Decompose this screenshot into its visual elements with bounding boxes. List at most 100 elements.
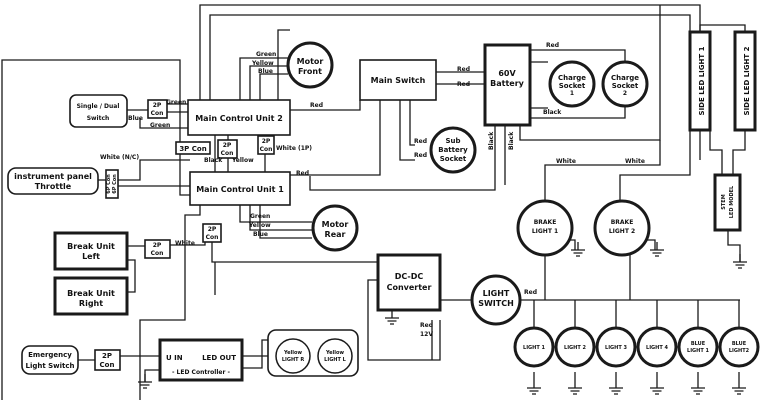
motor-rear: Motor Rear xyxy=(311,204,359,252)
single-dual-switch: Single / Dual Switch xyxy=(69,94,128,128)
wire-battery-charge2 xyxy=(530,49,626,62)
wire-labels: Green Yellow Blue Green Blue Green Red R… xyxy=(100,42,645,338)
light-switch: LIGHT SWITCH xyxy=(470,274,522,326)
connector-2p-emergency: 2P Con xyxy=(94,349,121,371)
light-2: LIGHT 2 xyxy=(554,326,596,368)
svg-text:Socket: Socket xyxy=(440,155,467,163)
svg-text:Blue: Blue xyxy=(258,68,273,75)
instrument-panel-throttle: instrument panel Throttle xyxy=(7,167,99,195)
connector-2p-mcu-a: 2P Con xyxy=(217,139,238,159)
svg-text:2P: 2P xyxy=(223,142,232,149)
svg-text:LED OUT: LED OUT xyxy=(202,354,236,362)
svg-text:Emergency: Emergency xyxy=(28,351,72,359)
svg-text:Single / Dual: Single / Dual xyxy=(77,103,120,110)
svg-text:White: White xyxy=(556,158,576,165)
battery-60v: 60V Battery xyxy=(483,43,532,127)
svg-text:Red: Red xyxy=(414,138,427,145)
side-led-light-2: SIDE LED LIGHT 2 xyxy=(733,30,757,132)
emergency-light-switch: Emergency Light Switch xyxy=(21,345,79,375)
svg-text:Black: Black xyxy=(488,131,495,150)
svg-text:Con: Con xyxy=(151,110,164,117)
ground-icon xyxy=(571,242,585,257)
ground-icon xyxy=(733,254,747,269)
motor-front: Motor Front xyxy=(286,41,334,89)
main-switch-label: Main Switch xyxy=(371,76,426,85)
svg-text:Battery: Battery xyxy=(438,146,468,154)
svg-text:LIGHT R: LIGHT R xyxy=(282,357,304,363)
svg-text:Con: Con xyxy=(100,361,115,369)
ground-icon xyxy=(732,372,746,395)
svg-text:2P: 2P xyxy=(262,138,271,145)
svg-text:Yellow: Yellow xyxy=(248,222,271,229)
svg-text:2: 2 xyxy=(623,90,627,97)
break-unit-right: Break Unit Right xyxy=(53,276,129,316)
svg-text:White: White xyxy=(175,240,195,247)
svg-text:Yellow: Yellow xyxy=(251,60,274,67)
svg-text:LIGHT 4: LIGHT 4 xyxy=(646,345,668,351)
svg-text:Red: Red xyxy=(296,170,309,177)
svg-text:Front: Front xyxy=(298,67,322,76)
svg-text:Switch: Switch xyxy=(87,115,110,122)
svg-text:6P Con: 6P Con xyxy=(112,174,118,194)
side-led-light-1: SIDE LED LIGHT 1 xyxy=(688,30,712,132)
svg-text:3P Con: 3P Con xyxy=(179,145,206,153)
break-unit-left: Break Unit Left xyxy=(53,231,129,271)
connector-2p-mcu-b: 2P Con xyxy=(257,135,275,155)
ground-icon xyxy=(138,374,152,389)
svg-text:Break Unit: Break Unit xyxy=(67,289,115,298)
svg-text:LIGHT 3: LIGHT 3 xyxy=(605,345,627,351)
main-switch: Main Switch xyxy=(359,59,437,101)
ground-icon xyxy=(568,372,582,395)
wires xyxy=(1,4,746,400)
svg-text:Blue: Blue xyxy=(128,115,143,122)
svg-text:BLUE: BLUE xyxy=(691,341,706,347)
svg-text:Rear: Rear xyxy=(325,230,346,239)
svg-text:Green: Green xyxy=(256,51,276,58)
svg-text:LIGHT 2: LIGHT 2 xyxy=(564,345,586,351)
svg-text:LIGHT 2: LIGHT 2 xyxy=(609,228,635,235)
svg-text:Socket: Socket xyxy=(559,82,586,90)
wire-left-outer xyxy=(1,59,190,400)
svg-text:Socket: Socket xyxy=(612,82,639,90)
svg-text:LIGHT 1: LIGHT 1 xyxy=(532,228,558,235)
wire-mcu2-motor xyxy=(277,29,290,100)
svg-text:LED MODEL: LED MODEL xyxy=(729,185,735,218)
svg-text:Black: Black xyxy=(543,109,562,116)
connector-2p-mcu1-bottom: 2P Con xyxy=(202,223,222,243)
battery-label-1: 60V xyxy=(498,69,516,78)
brake-light-2: BRAKE LIGHT 2 xyxy=(593,199,651,257)
yellow-light-group: Yellow LIGHT R Yellow LIGHT L xyxy=(267,329,359,377)
svg-text:instrument panel: instrument panel xyxy=(14,172,92,181)
svg-text:SWITCH: SWITCH xyxy=(478,299,514,308)
ground-icon xyxy=(385,310,399,325)
svg-text:BRAKE: BRAKE xyxy=(534,219,557,226)
svg-text:Blue: Blue xyxy=(253,231,268,238)
led-controller: U IN LED OUT - LED Controller - xyxy=(158,338,244,382)
light-3: LIGHT 3 xyxy=(595,326,637,368)
stem-led-model: STEM LED MODEL xyxy=(713,173,742,232)
wire-mcu1-switch xyxy=(290,100,381,176)
svg-text:2P: 2P xyxy=(208,226,217,233)
svg-text:2P: 2P xyxy=(102,352,112,360)
svg-text:Break Unit: Break Unit xyxy=(67,242,115,251)
svg-text:LIGHT2: LIGHT2 xyxy=(729,348,750,354)
light-4: LIGHT 4 xyxy=(636,326,678,368)
svg-text:Red: Red xyxy=(457,66,470,73)
main-control-unit-2-label: Main Control Unit 2 xyxy=(195,114,283,123)
svg-text:LIGHT: LIGHT xyxy=(483,289,510,298)
ground-icon xyxy=(650,242,664,257)
ground-icon xyxy=(691,372,705,395)
svg-text:Red: Red xyxy=(546,42,559,49)
svg-text:Converter: Converter xyxy=(387,283,432,292)
ground-icon xyxy=(650,372,664,395)
wire-battery-charge2-black xyxy=(530,106,626,119)
svg-text:2P: 2P xyxy=(153,102,162,109)
ground-icon xyxy=(527,372,541,395)
svg-text:Con: Con xyxy=(206,234,219,241)
svg-text:Yellow: Yellow xyxy=(231,157,254,164)
wire-mcu2-switch xyxy=(290,100,361,111)
yellow-light-r: Yellow LIGHT R xyxy=(275,338,311,374)
main-control-unit-2: Main Control Unit 2 xyxy=(187,99,291,136)
svg-text:BLUE: BLUE xyxy=(732,341,747,347)
